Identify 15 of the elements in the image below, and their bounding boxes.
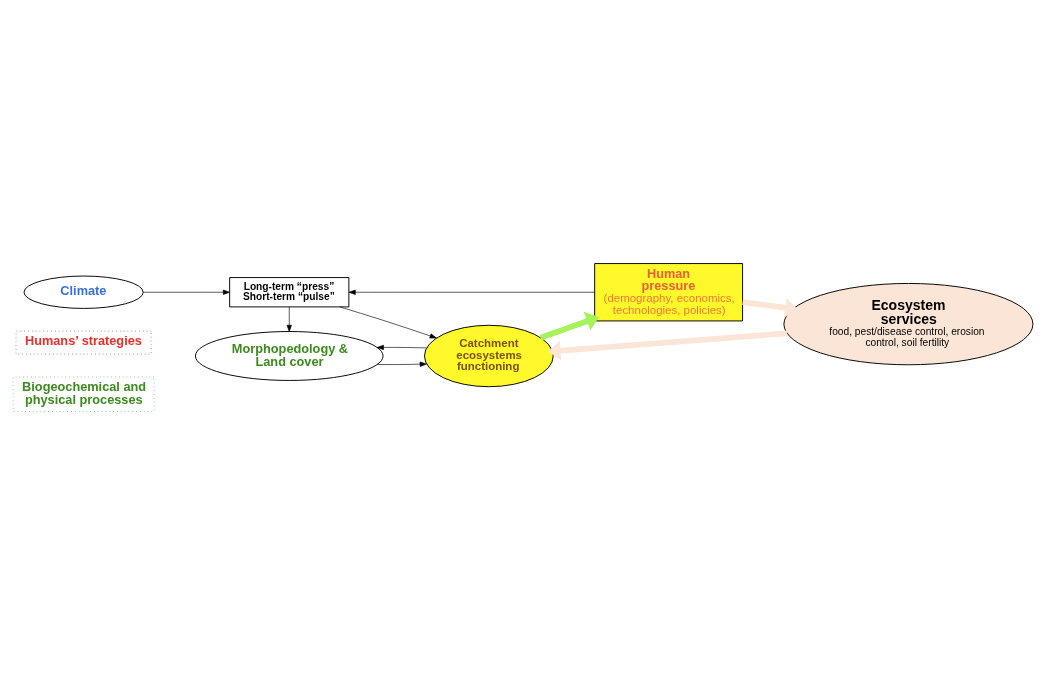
node-box: Biogeochemical and physical processes — [12, 376, 155, 412]
arrow — [742, 297, 798, 318]
node-box: Long-term “press” Short-term “pulse” — [229, 277, 350, 308]
arrow — [376, 361, 427, 367]
arrow — [539, 311, 599, 341]
node-box: Human pressure (demography, economics, technologies, policies) — [594, 263, 744, 322]
arrow — [547, 330, 788, 361]
arrow — [339, 306, 437, 339]
arrow — [143, 289, 230, 295]
node-box: Humans’ strategies — [15, 330, 152, 355]
arrow — [348, 289, 595, 295]
node-ellipse: Catchment ecosystems functioning — [423, 324, 554, 388]
arrow — [376, 344, 427, 350]
arrow — [286, 306, 292, 332]
node-ellipse: Climate — [23, 275, 144, 309]
